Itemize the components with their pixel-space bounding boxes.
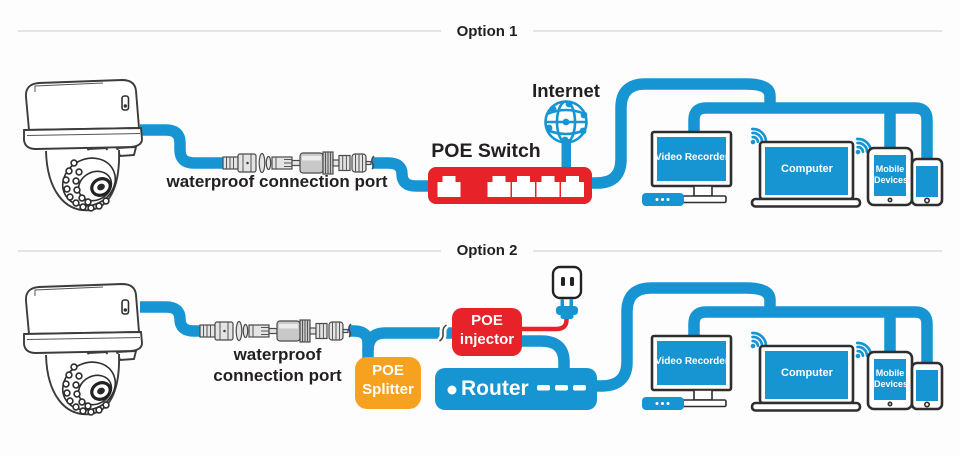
option2-diagram bbox=[22, 265, 942, 421]
computer-label: Computer bbox=[781, 163, 833, 175]
waterproof-port-label: waterproof connection port bbox=[166, 172, 388, 191]
mobile-devices-label-line1: Mobile bbox=[875, 368, 905, 378]
devices-bus-cable bbox=[688, 102, 933, 164]
internet-globe-icon bbox=[544, 100, 588, 144]
poe-switch-box bbox=[428, 167, 592, 204]
waterproof-connector-icon bbox=[199, 319, 352, 343]
internet-label: Internet bbox=[532, 80, 600, 101]
router-box bbox=[435, 368, 597, 410]
option1-diagram bbox=[22, 78, 942, 217]
option2-title: Option 2 bbox=[456, 242, 518, 259]
router-label: Router bbox=[461, 377, 529, 400]
camera-cable bbox=[140, 301, 200, 337]
option1-title: Option 1 bbox=[456, 23, 518, 40]
led-dot-icon bbox=[447, 385, 457, 395]
video-recorder-label: Video Recorder bbox=[655, 152, 729, 163]
poe-splitter-label-line1: POE bbox=[372, 362, 404, 379]
router-to-devices-cable bbox=[595, 282, 776, 392]
power-cable bbox=[517, 313, 569, 332]
switch-to-internet-cable bbox=[561, 139, 571, 169]
devices-bus-cable bbox=[688, 306, 933, 368]
computer-label: Computer bbox=[781, 367, 833, 379]
camera-cable bbox=[140, 124, 223, 169]
mobile-devices-label-line1: Mobile bbox=[875, 164, 905, 174]
poe-injector-label-line1: POE bbox=[471, 312, 503, 329]
injector-to-router-cable bbox=[517, 335, 570, 372]
video-recorder-label: Video Recorder bbox=[655, 356, 729, 367]
cable-break-icon bbox=[440, 325, 447, 341]
poe-switch-label: POE Switch bbox=[431, 140, 541, 162]
power-plug-icon bbox=[556, 299, 578, 319]
waterproof-port-label-line2: connection port bbox=[213, 366, 342, 385]
waterproof-port-label-line1: waterproof bbox=[233, 345, 322, 364]
poe-splitter-box bbox=[355, 357, 421, 409]
poe-injector-box bbox=[452, 308, 522, 356]
splitter-to-injector-cable bbox=[362, 327, 455, 352]
dome-camera-icon bbox=[22, 282, 144, 421]
poe-injector-label-line2: injector bbox=[459, 331, 515, 348]
power-outlet-icon bbox=[551, 265, 583, 300]
connector-to-switch-cable bbox=[372, 157, 430, 192]
dome-camera-icon bbox=[22, 78, 144, 217]
waterproof-connector-icon bbox=[222, 151, 375, 175]
poe-splitter-label-line2: Splitter bbox=[362, 381, 414, 398]
mobile-devices-label-line2: Devices bbox=[874, 379, 909, 389]
mobile-devices-label-line2: Devices bbox=[874, 175, 909, 185]
switch-to-devices-cable bbox=[590, 78, 776, 189]
